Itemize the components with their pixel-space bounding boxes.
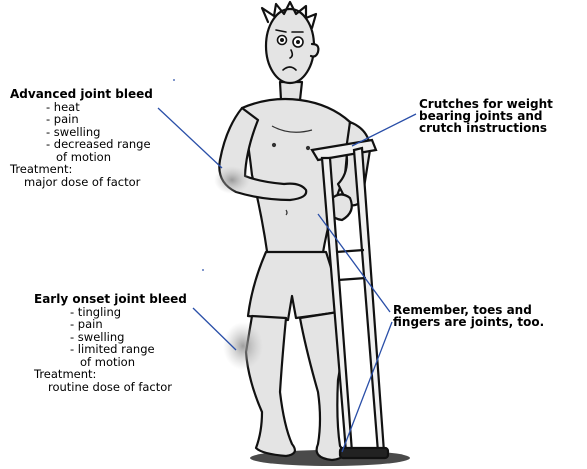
remember-callout: Remember, toes and fingers are joints, t… bbox=[393, 304, 544, 328]
advanced-item: - pain bbox=[10, 113, 220, 126]
leader-remember-toes bbox=[342, 322, 392, 452]
early-item: - limited range bbox=[34, 343, 244, 356]
early-treatment-label: Treatment: bbox=[34, 368, 244, 381]
advanced-item: - decreased range bbox=[10, 138, 220, 151]
crutches-callout: Crutches for weight bearing joints and c… bbox=[419, 98, 553, 134]
early-onset-joint-bleed-text: Early onset joint bleed - tingling - pai… bbox=[34, 293, 244, 393]
advanced-item: - heat bbox=[10, 101, 220, 114]
early-item: - tingling bbox=[34, 306, 244, 319]
advanced-treatment-label: Treatment: bbox=[10, 163, 220, 176]
advanced-treatment: major dose of factor bbox=[10, 176, 220, 189]
advanced-title: Advanced joint bleed bbox=[10, 88, 220, 101]
early-title: Early onset joint bleed bbox=[34, 293, 244, 306]
head bbox=[266, 9, 314, 83]
remember-line: fingers are joints, too. bbox=[393, 316, 544, 328]
early-treatment: routine dose of factor bbox=[34, 381, 244, 394]
crutches-line: crutch instructions bbox=[419, 122, 553, 134]
early-item: - pain bbox=[34, 318, 244, 331]
shorts bbox=[248, 252, 340, 320]
advanced-joint-bleed-text: Advanced joint bleed - heat - pain - swe… bbox=[10, 88, 220, 188]
